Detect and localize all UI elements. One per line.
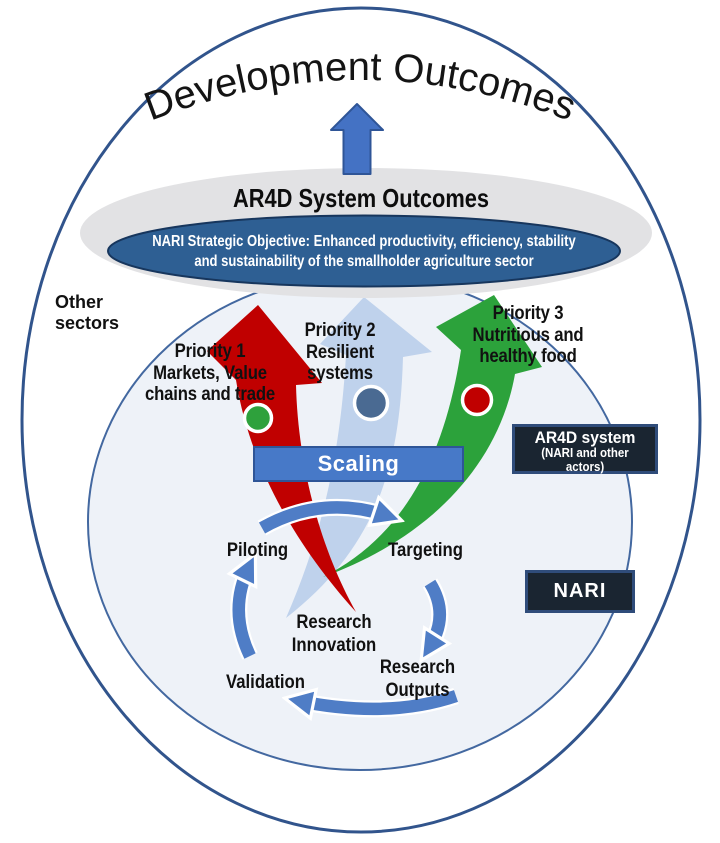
cycle-arrow-outputs-to-validation <box>299 696 459 709</box>
up-arrow <box>330 103 384 175</box>
priority3-dot <box>460 383 494 417</box>
priority2-label: Priority 2 Resilient systems <box>289 320 391 385</box>
cycle-label-research-outputs: Research Outputs <box>379 657 456 701</box>
priority2-name: Priority 2 <box>304 320 376 341</box>
priority3-label: Priority 3 Nutritious and healthy food <box>457 303 600 368</box>
nari-box: NARI <box>525 570 635 613</box>
cycle-label-research-innovation: Research Innovation <box>291 612 377 656</box>
priority1-description: Markets, Value chains and trade <box>144 362 276 406</box>
research-cycle-arrows <box>239 507 459 709</box>
priority3-name: Priority 3 <box>492 303 564 324</box>
cycle-arrow-targeting-to-outputs <box>429 579 440 648</box>
ar4d-system-box: AR4D system (NARI and other actors) <box>512 424 658 474</box>
cycle-label-validation: Validation <box>226 672 305 693</box>
objective-line-1: NARI Strategic Objective: Enhanced produ… <box>152 233 576 250</box>
ar4d-system-box-title: AR4D system <box>534 428 636 447</box>
strategic-objective-ellipse <box>107 214 621 288</box>
strategic-objective-text: NARI Strategic Objective: Enhanced produ… <box>129 232 599 272</box>
cycle-arrow-piloting-to-targeting <box>258 507 388 534</box>
priority3-description: Nutritious and healthy food <box>472 324 584 368</box>
cycle-arrow-validation-to-piloting <box>239 567 250 659</box>
priority1-name: Priority 1 <box>174 341 246 362</box>
ar4d-system-box-subtitle: (NARI and other actors) <box>541 446 629 474</box>
priority2-dot <box>352 384 390 422</box>
priority1-dot <box>242 402 274 434</box>
scaling-banner: Scaling <box>253 446 464 482</box>
ar4d-outcomes-heading: AR4D System Outcomes <box>232 183 490 213</box>
cycle-label-targeting: Targeting <box>388 540 463 561</box>
objective-line-2: and sustainability of the smallholder ag… <box>194 253 534 270</box>
other-sectors-label: Other sectors <box>55 292 120 333</box>
priority3-arrow <box>323 295 542 577</box>
cycle-label-piloting: Piloting <box>226 540 289 561</box>
priority1-label: Priority 1 Markets, Value chains and tra… <box>140 341 281 406</box>
priority2-description: Resilient systems <box>305 341 375 385</box>
